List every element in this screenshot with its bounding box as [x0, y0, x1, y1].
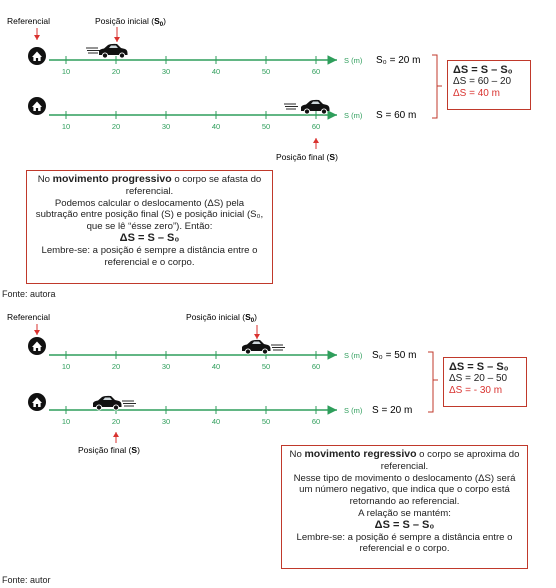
- result-step: ΔS = 60 – 20: [453, 76, 512, 87]
- result-step: ΔS = 20 – 50: [449, 373, 508, 384]
- axis-label: S (m): [344, 56, 363, 65]
- source-caption: Fonte: autor: [2, 575, 51, 585]
- referencial-label: Referencial: [7, 312, 50, 322]
- result-answer: ΔS = 40 m: [453, 88, 500, 99]
- final-value: S = 60 m: [376, 110, 416, 121]
- speed-lines-icon: [85, 47, 101, 54]
- axis-label: S (m): [344, 111, 363, 120]
- axis-ticks: [65, 111, 317, 119]
- tick-label: 30: [162, 67, 170, 76]
- source-caption: Fonte: autora: [2, 289, 56, 299]
- tick-label: 30: [162, 362, 170, 371]
- initial-value: S₀ = 50 m: [372, 350, 416, 361]
- house-icon: [28, 393, 46, 411]
- result-bracket: [432, 54, 442, 119]
- final-value: S = 20 m: [372, 405, 412, 416]
- tick-label: 20: [112, 67, 120, 76]
- tick-label: 50: [262, 417, 270, 426]
- explanation-formula: ΔS = S – S₀: [374, 518, 435, 531]
- tick-label: 60: [312, 417, 320, 426]
- tick-label: 40: [212, 417, 220, 426]
- tick-label: 50: [262, 67, 270, 76]
- final-position-label: Posição final (S): [78, 445, 140, 455]
- house-icon: [28, 47, 46, 65]
- car-icon: [300, 99, 330, 115]
- tick-label: 10: [62, 67, 70, 76]
- speed-lines-icon: [283, 103, 299, 110]
- initial-position-label: Posição inicial (S0): [186, 312, 257, 324]
- result-bracket: [428, 351, 438, 413]
- result-box: ΔS = S – S₀ ΔS = 20 – 50 ΔS = - 30 m: [443, 357, 527, 407]
- result-formula: ΔS = S – S₀: [453, 64, 513, 76]
- explanation-box: No movimento progressivo o corpo se afas…: [26, 170, 273, 284]
- car-icon: [241, 339, 271, 355]
- keyword-regressivo: movimento regressivo: [304, 448, 417, 460]
- house-icon: [28, 97, 46, 115]
- tick-label: 10: [62, 362, 70, 371]
- tick-label: 20: [112, 417, 120, 426]
- tick-label: 30: [162, 417, 170, 426]
- result-formula: ΔS = S – S₀: [449, 361, 509, 373]
- speed-lines-icon: [121, 400, 137, 407]
- keyword-progressivo: movimento progressivo: [52, 173, 172, 185]
- result-answer: ΔS = - 30 m: [449, 385, 503, 396]
- car-icon: [92, 395, 122, 411]
- axis-ticks: [65, 56, 317, 64]
- explanation-footer: Lembre-se: a posição é sempre a distânci…: [41, 244, 258, 268]
- axis-label: S (m): [344, 406, 363, 415]
- tick-label: 50: [262, 122, 270, 131]
- initial-value: S₀ = 20 m: [376, 55, 420, 66]
- tick-label: 30: [162, 122, 170, 131]
- tick-label: 50: [262, 362, 270, 371]
- tick-label: 40: [212, 362, 220, 371]
- axis-label: S (m): [344, 351, 363, 360]
- explanation-body: Nesse tipo de movimento o deslocamento (…: [293, 472, 516, 508]
- speed-lines-icon: [270, 344, 286, 351]
- tick-label: 40: [212, 122, 220, 131]
- tick-label: 20: [112, 362, 120, 371]
- tick-label: 60: [312, 67, 320, 76]
- final-position-label: Posição final (S): [276, 152, 338, 162]
- tick-label: 10: [62, 122, 70, 131]
- axis-ticks: [65, 351, 317, 359]
- referencial-label: Referencial: [7, 16, 50, 26]
- explanation-formula: ΔS = S – S₀: [119, 231, 180, 244]
- tick-label: 10: [62, 417, 70, 426]
- explanation-box: No movimento regressivo o corpo se aprox…: [281, 445, 528, 569]
- tick-label: 40: [212, 67, 220, 76]
- explanation-relation: A relação se mantém:: [358, 507, 451, 519]
- house-icon: [28, 337, 46, 355]
- initial-position-label: Posição inicial (S0): [95, 16, 166, 28]
- tick-label: 60: [312, 122, 320, 131]
- car-icon: [98, 43, 128, 59]
- tick-label: 60: [312, 362, 320, 371]
- explanation-body: Podemos calcular o deslocamento (ΔS) pel…: [35, 197, 264, 233]
- tick-label: 20: [112, 122, 120, 131]
- explanation-footer: Lembre-se: a posição é sempre a distânci…: [296, 531, 513, 555]
- result-box: ΔS = S – S₀ ΔS = 60 – 20 ΔS = 40 m: [447, 60, 531, 110]
